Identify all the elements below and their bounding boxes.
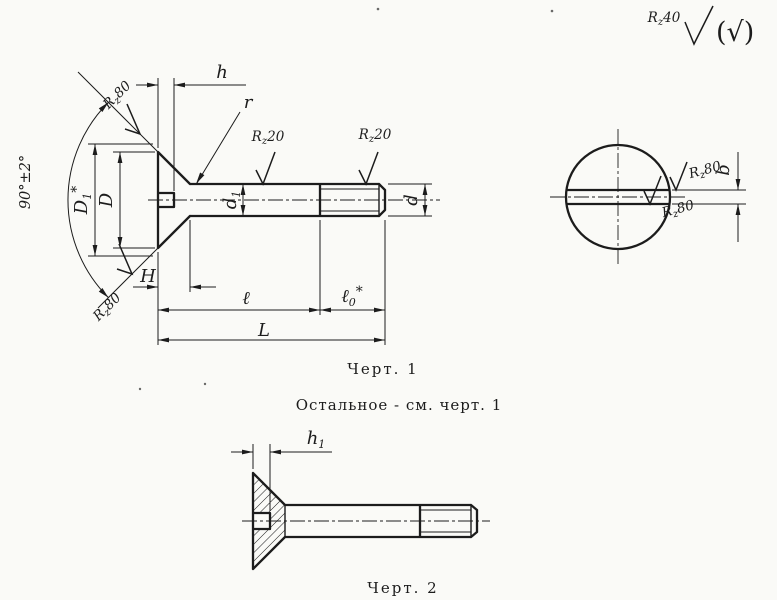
bracket-check-label: (√) bbox=[716, 17, 754, 48]
section-hatching-lower bbox=[253, 529, 285, 569]
roughness-check-icon bbox=[684, 5, 714, 46]
reference-note: Остальное - см. черт. 1 bbox=[296, 396, 503, 414]
dim-label-L: L bbox=[257, 320, 270, 341]
roughness-label-shank-right: Rz20 bbox=[358, 127, 392, 145]
dim-label-d1: d1 bbox=[220, 191, 243, 210]
arrowheads bbox=[735, 179, 741, 215]
general-roughness-note: Rz40 (√) bbox=[647, 5, 754, 48]
dim-label-h1: h1 bbox=[307, 428, 326, 451]
section-hatching-upper bbox=[253, 473, 285, 513]
roughness-label-shank-left: Rz20 bbox=[251, 129, 285, 147]
section-hatching-middle bbox=[270, 513, 285, 529]
figure-1: 90°±2° Rz80 Rz80 Rz20 Rz20 D1* D h r d1 … bbox=[18, 62, 440, 378]
angle-label: 90°±2° bbox=[18, 155, 34, 209]
dim-label-b: b bbox=[713, 164, 734, 176]
paper-specks bbox=[138, 7, 554, 391]
dimension-lines bbox=[672, 152, 746, 242]
roughness-label-slot-upper: Rz80 bbox=[686, 158, 724, 184]
dim-label-D: D bbox=[96, 192, 117, 208]
head-end-view: Rz80 Rz80 b bbox=[550, 129, 746, 265]
dim-label-r: r bbox=[244, 92, 254, 113]
dim-label-l: ℓ bbox=[242, 288, 250, 309]
dimension-and-construction-lines bbox=[67, 71, 432, 345]
caption-fig1: Черт. 1 bbox=[347, 360, 418, 378]
dim-label-H: H bbox=[139, 266, 156, 287]
dimension-lines bbox=[231, 444, 471, 533]
dim-label-h: h bbox=[216, 62, 228, 83]
figure-2: Остальное - см. черт. 1 h1 Черт. 2 bbox=[231, 396, 503, 597]
screw-outline bbox=[251, 471, 479, 571]
dim-label-d: d bbox=[401, 194, 422, 206]
head-circle-outline bbox=[564, 143, 672, 251]
roughness-label-slot-lower: Rz80 bbox=[659, 197, 697, 223]
dim-label-D1: D1* bbox=[69, 186, 94, 215]
slot-edges bbox=[565, 188, 671, 206]
arrowheads bbox=[92, 82, 428, 343]
roughness-label-cone-bottom: Rz80 bbox=[89, 290, 126, 327]
general-roughness-label: Rz40 bbox=[647, 10, 681, 28]
roughness-check-icons bbox=[116, 103, 379, 276]
arrowheads bbox=[242, 449, 281, 455]
roughness-check-icons bbox=[643, 161, 688, 206]
caption-fig2: Черт. 2 bbox=[367, 579, 438, 597]
dim-label-l0: ℓ0* bbox=[341, 284, 363, 309]
centerlines bbox=[550, 129, 686, 265]
roughness-label-cone-top: Rz80 bbox=[99, 78, 136, 115]
